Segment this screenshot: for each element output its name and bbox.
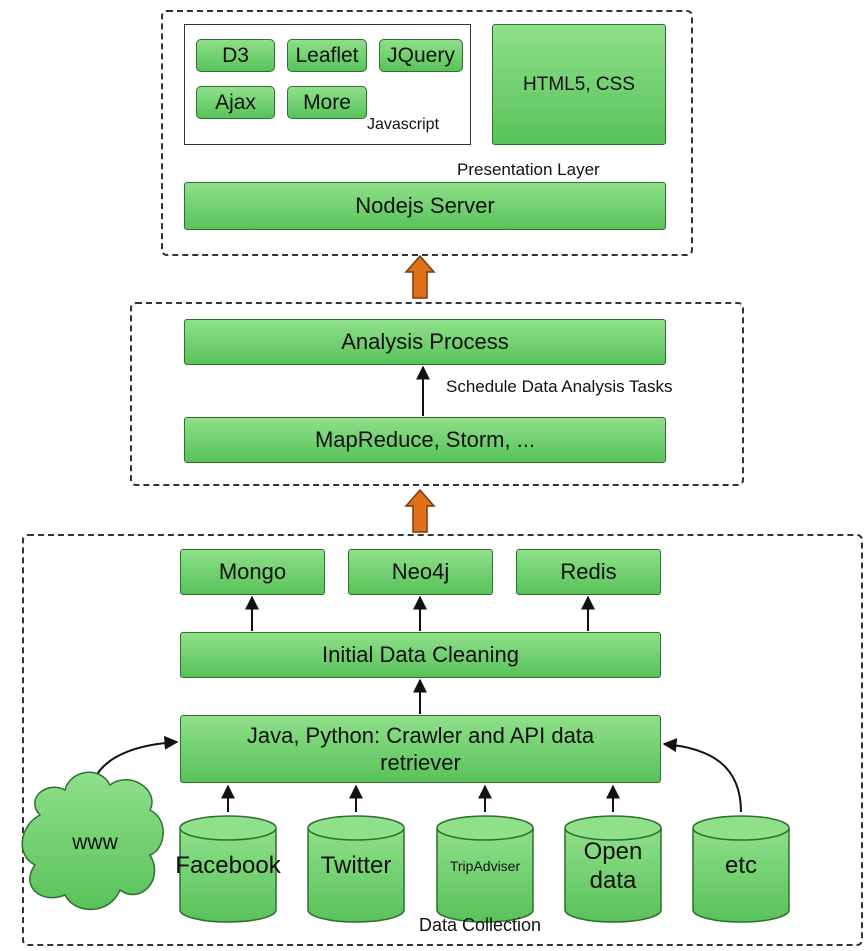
crawler-text-line1: Java, Python: Crawler and API data <box>246 722 595 748</box>
facebook-label: Facebook <box>175 851 281 879</box>
analysis-process-box: Analysis Process <box>184 319 666 365</box>
more-tag: More <box>287 86 367 119</box>
ajax-tag: Ajax <box>196 86 275 119</box>
www-label: www <box>72 831 118 855</box>
crawler-text-line2: retriever <box>380 750 461 775</box>
open-data-label: Open data <box>583 838 643 894</box>
facebook-cylinder <box>179 815 277 923</box>
crawler-box: Java, Python: Crawler and API data retri… <box>180 715 661 783</box>
orange-arrow-lower <box>404 488 436 533</box>
data-collection-label: Data Collection <box>419 915 542 935</box>
mongo-box: Mongo <box>180 549 325 595</box>
twitter-label: Twitter <box>320 851 392 879</box>
presentation-layer <box>161 10 693 256</box>
javascript-label: Javascript <box>367 116 440 133</box>
etc-label: etc <box>724 851 757 879</box>
jquery-tag: JQuery <box>379 39 463 72</box>
etc-cylinder <box>692 815 790 923</box>
tripadviser-label: TripAdviser <box>449 857 521 874</box>
schedule-tasks-label: Schedule Data Analysis Tasks <box>446 377 673 396</box>
twitter-cylinder <box>307 815 405 923</box>
redis-box: Redis <box>516 549 661 595</box>
d3-tag: D3 <box>196 39 275 72</box>
data-collection-layer <box>22 534 863 946</box>
orange-arrow-upper <box>404 254 436 299</box>
open-data-cylinder <box>564 815 662 923</box>
analysis-layer <box>130 302 744 486</box>
nodejs-server-box: Nodejs Server <box>184 182 666 230</box>
arrow-etc <box>662 738 742 813</box>
mapreduce-storm-box: MapReduce, Storm, ... <box>184 417 666 463</box>
leaflet-tag: Leaflet <box>287 39 367 72</box>
neo4j-box: Neo4j <box>348 549 493 595</box>
html5-css-box: HTML5, CSS <box>492 24 666 145</box>
www-cloud-shape <box>21 771 164 911</box>
presentation-layer-label: Presentation Layer <box>457 160 600 179</box>
initial-data-cleaning-box: Initial Data Cleaning <box>180 632 661 678</box>
tripadviser-cylinder <box>436 815 534 923</box>
